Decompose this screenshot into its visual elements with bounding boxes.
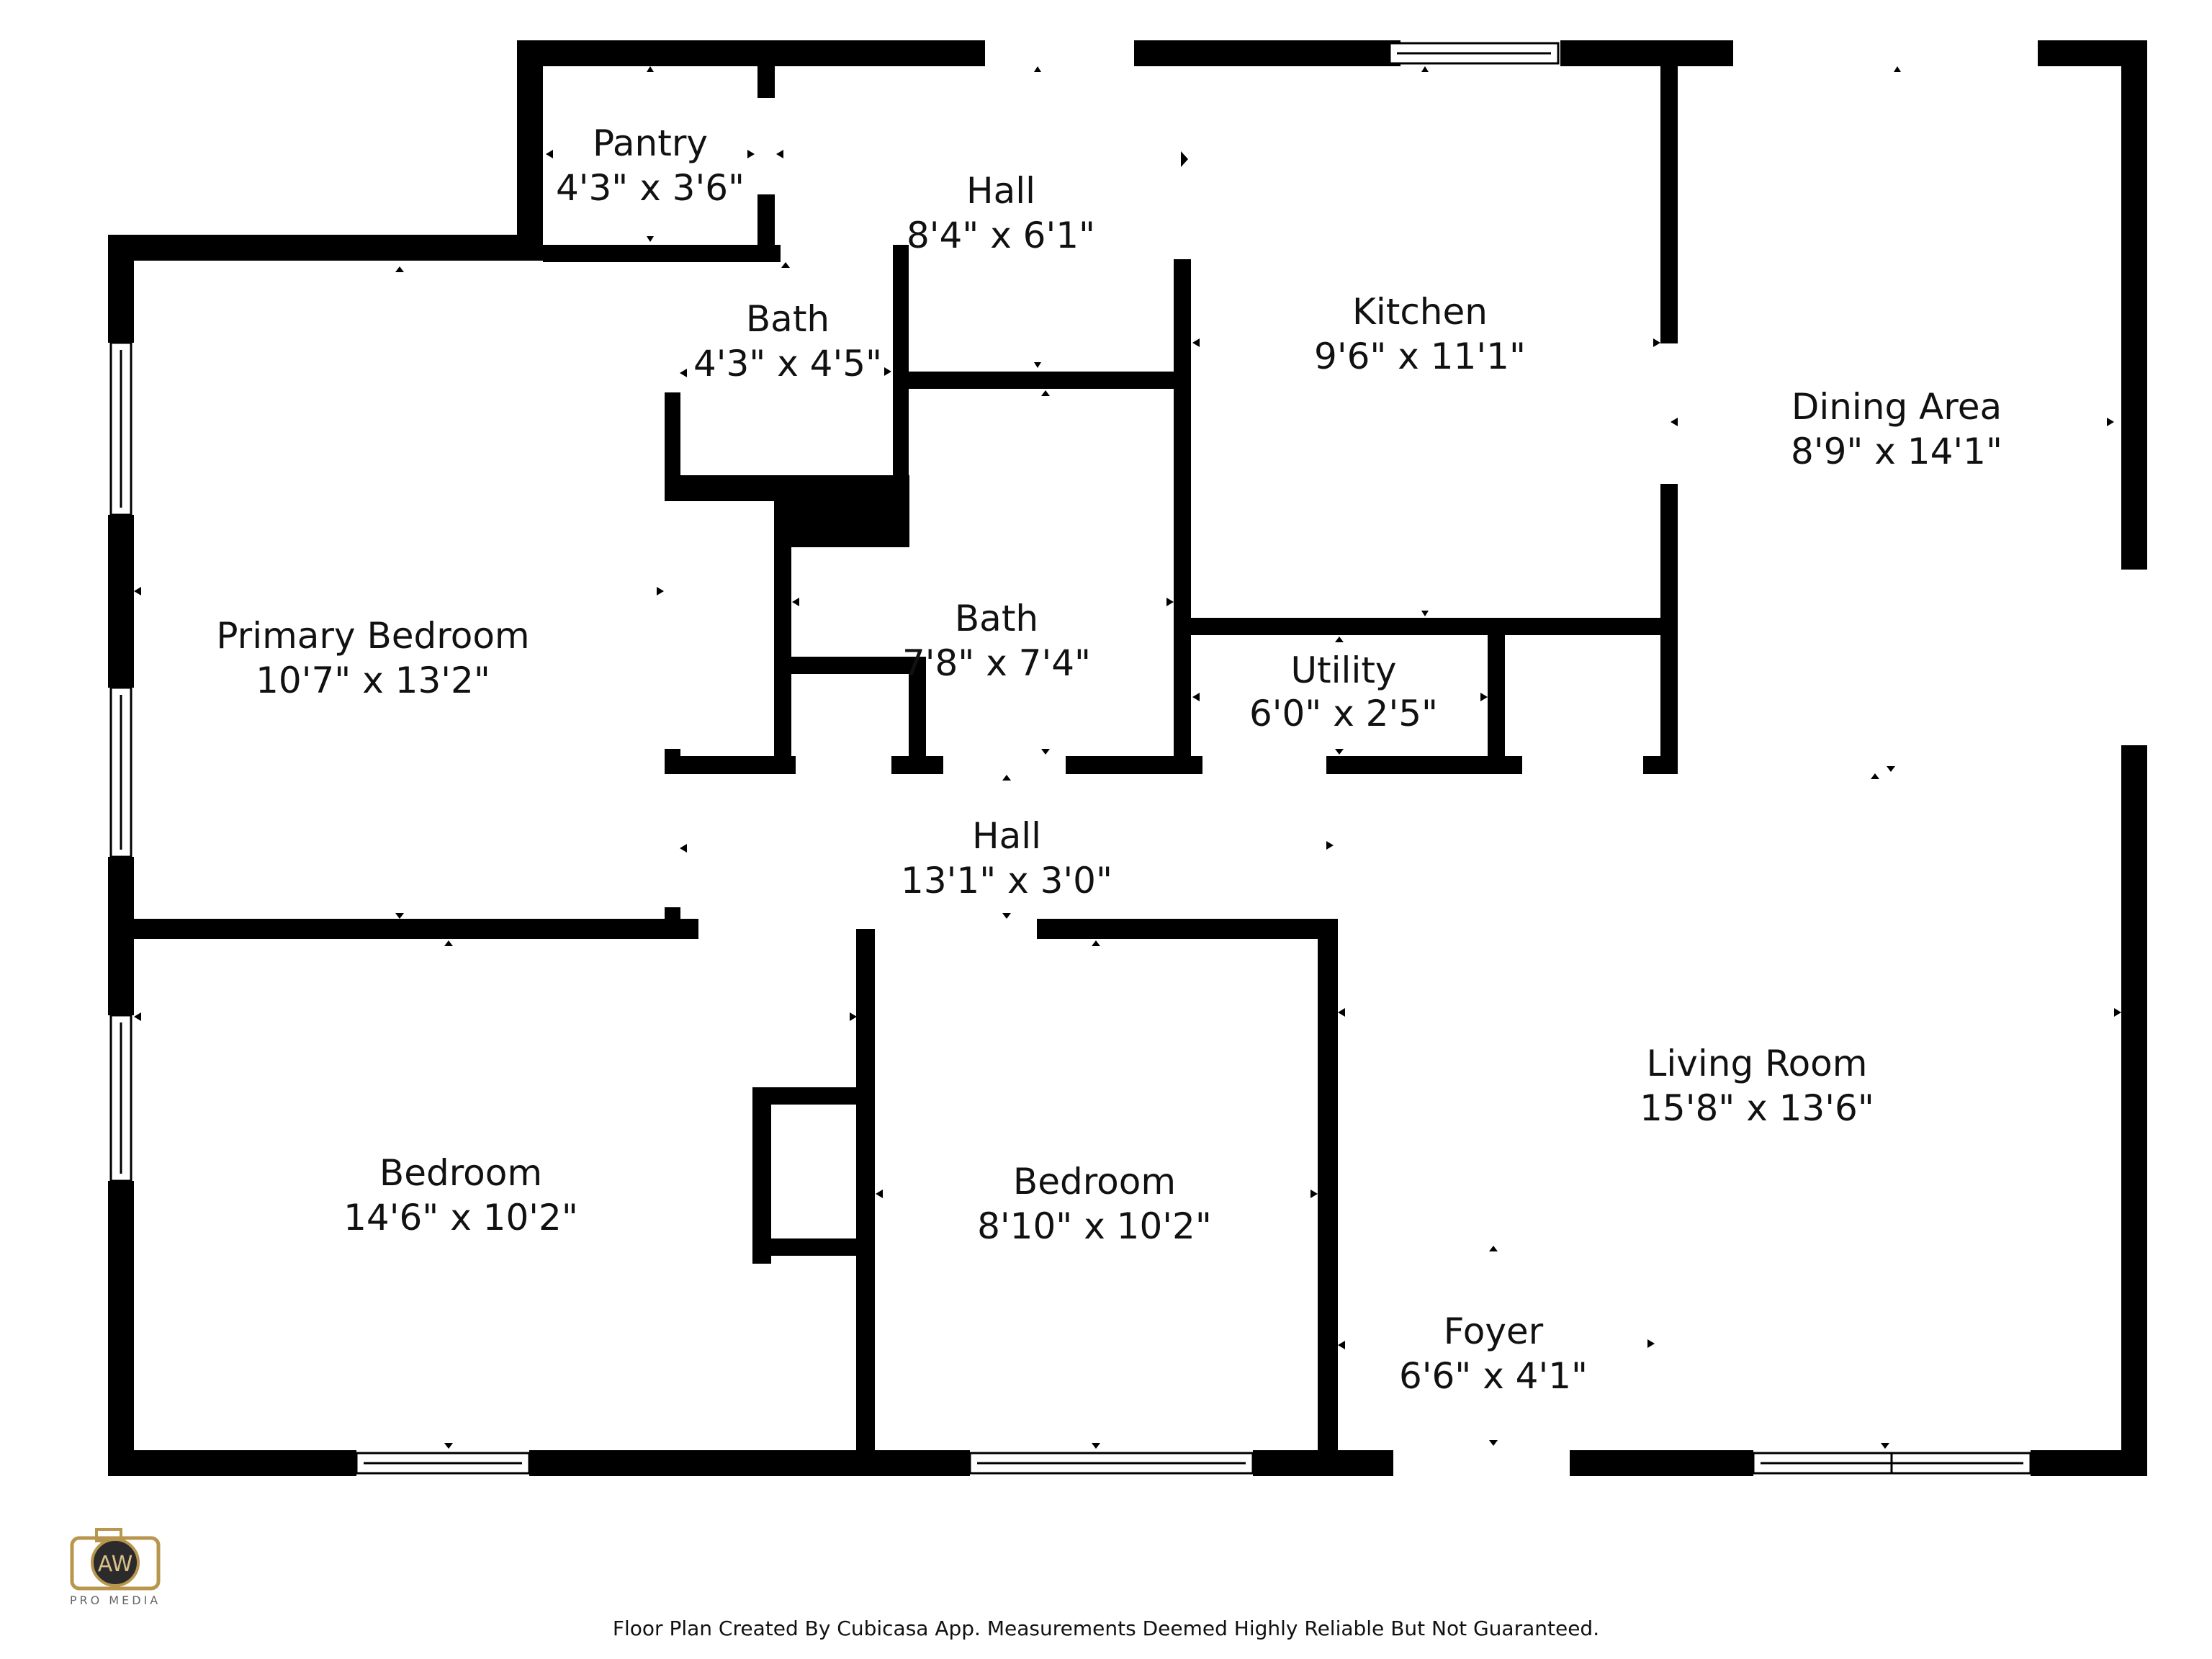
hall-top-dims: 8'4" x 6'1" [907, 215, 1095, 256]
kitchen-name: Kitchen [1352, 291, 1488, 333]
primary-bedroom-dims: 10'7" x 13'2" [256, 660, 490, 701]
hall-mid-name: Hall [972, 815, 1041, 857]
foyer-dims: 6'6" x 4'1" [1399, 1355, 1588, 1397]
utility-dims: 6'0" x 2'5" [1249, 693, 1438, 734]
walls [108, 40, 2147, 1476]
living-room-dims: 15'8" x 13'6" [1640, 1087, 1874, 1129]
bath-main-name: Bath [955, 598, 1038, 639]
pantry-name: Pantry [593, 122, 708, 164]
dimension-markers [134, 66, 2121, 1449]
foyer-name: Foyer [1444, 1310, 1544, 1352]
bedroom-mid-dims: 8'10" x 10'2" [977, 1205, 1212, 1247]
dining-dims: 8'9" x 14'1" [1791, 431, 2002, 472]
living-room-name: Living Room [1647, 1043, 1868, 1084]
bath-small-dims: 4'3" x 4'5" [693, 343, 882, 385]
pantry-dims: 4'3" x 3'6" [556, 167, 745, 209]
bedroom-left-name: Bedroom [379, 1152, 542, 1194]
dining-name: Dining Area [1791, 386, 2002, 428]
hall-top-name: Hall [966, 170, 1035, 212]
brand-logo: AW PRO MEDIA [70, 1528, 161, 1607]
bedroom-mid-name: Bedroom [1013, 1161, 1176, 1202]
hall-mid-dims: 13'1" x 3'0" [901, 860, 1112, 902]
primary-bedroom-name: Primary Bedroom [216, 615, 529, 657]
logo-monogram: AW [98, 1552, 133, 1577]
bath-main-dims: 7'8" x 7'4" [902, 642, 1091, 684]
windows [109, 42, 2032, 1475]
room-labels: Pantry 4'3" x 3'6" Hall 8'4" x 6'1" Kitc… [216, 122, 2002, 1397]
logo-caption: PRO MEDIA [70, 1593, 161, 1607]
bedroom-left-dims: 14'6" x 10'2" [343, 1197, 578, 1238]
kitchen-dims: 9'6" x 11'1" [1314, 336, 1526, 377]
footer-disclaimer: Floor Plan Created By Cubicasa App. Meas… [612, 1617, 1600, 1640]
utility-name: Utility [1290, 649, 1396, 691]
bath-small-name: Bath [746, 298, 830, 340]
